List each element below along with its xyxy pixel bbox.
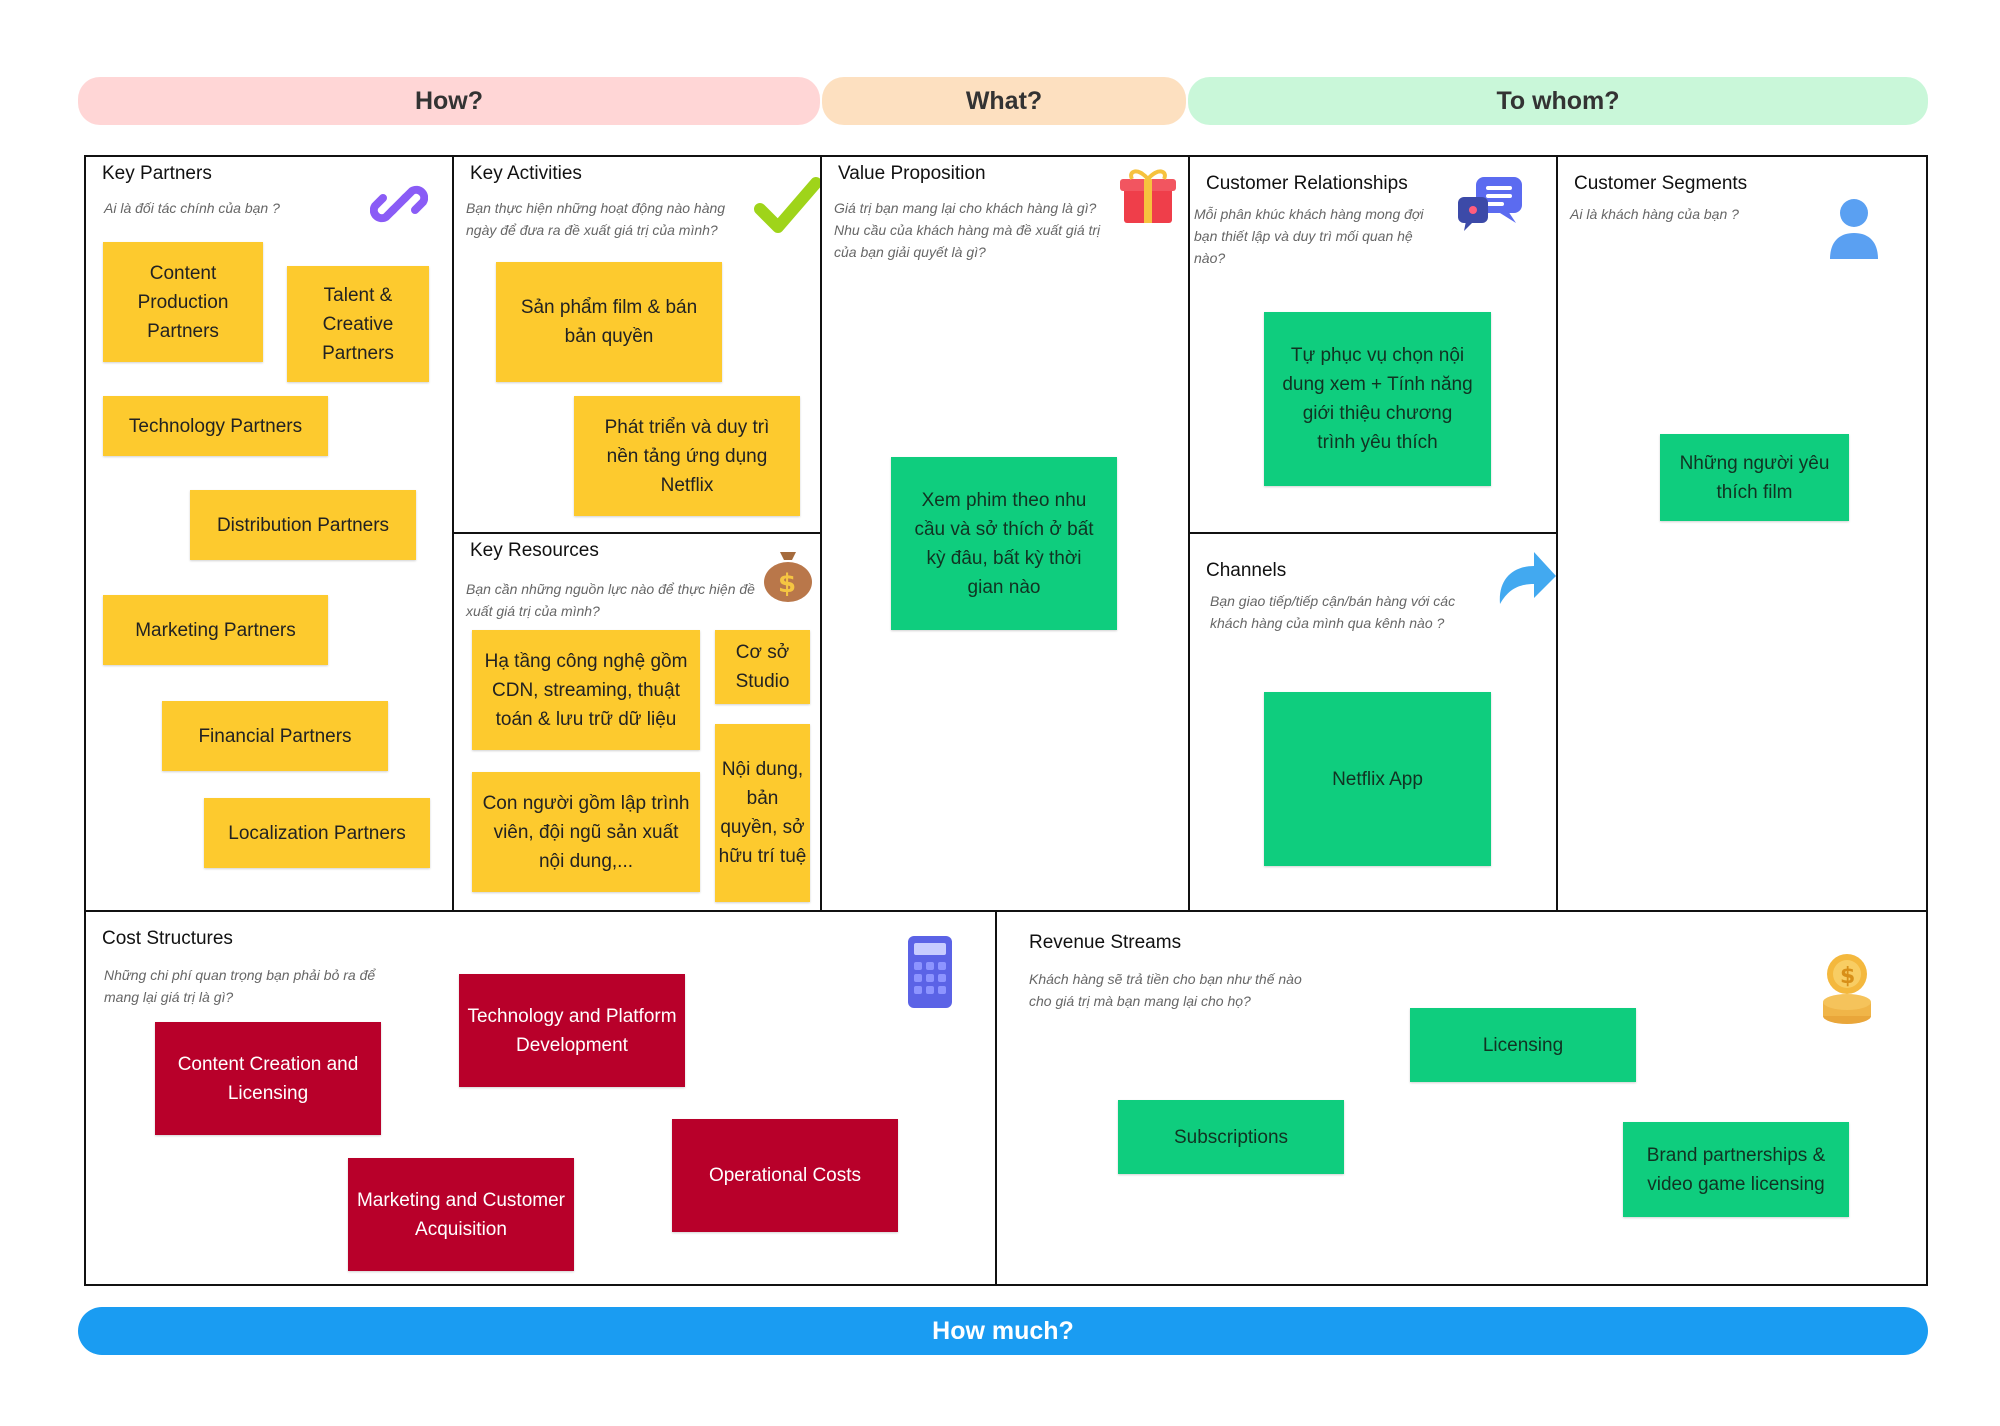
note-film-products: Sản phẩm film & bán bản quyền	[496, 262, 722, 382]
checkmark-icon	[754, 177, 822, 233]
header-to-whom: To whom?	[1188, 77, 1928, 125]
value-proposition-subtitle: Giá trị bạn mang lại cho khách hàng là g…	[834, 200, 1101, 260]
note-subscriptions: Subscriptions	[1118, 1100, 1344, 1174]
note-netflix-platform: Phát triển và duy trì nền tảng ứng dụng …	[574, 396, 800, 516]
link-icon	[370, 185, 428, 223]
value-proposition-title: Value Proposition	[838, 163, 986, 184]
header-how: How?	[78, 77, 820, 125]
note-self-service: Tự phục vụ chọn nội dung xem + Tính năng…	[1264, 312, 1491, 486]
svg-text:$: $	[1840, 964, 1855, 989]
revenue-streams-subtitle: Khách hàng sẽ trả tiền cho bạn như thế n…	[1029, 971, 1302, 1009]
note-content-ip: Nội dung, bản quyền, sở hữu trí tuệ	[715, 724, 810, 902]
note-studio: Cơ sở Studio	[715, 630, 810, 704]
note-licensing: Licensing	[1410, 1008, 1636, 1082]
money-bag-icon: $	[764, 552, 812, 602]
gift-icon	[1120, 169, 1176, 223]
revenue-streams-section: Revenue Streams Khách hàng sẽ trả tiền c…	[995, 910, 1928, 1286]
note-financial-partners: Financial Partners	[162, 701, 388, 771]
key-partners-title: Key Partners	[102, 163, 212, 184]
key-partners-subtitle: Ai là đối tác chính của bạn ?	[104, 200, 280, 216]
cost-structures-subtitle: Những chi phí quan trọng bạn phải bỏ ra …	[104, 967, 376, 1005]
customer-relationships-title: Customer Relationships	[1206, 173, 1408, 194]
note-marketing-customer-acquisition: Marketing and Customer Acquisition	[348, 1158, 574, 1271]
note-localization-partners: Localization Partners	[204, 798, 430, 868]
note-netflix-app: Netflix App	[1264, 692, 1491, 866]
note-content-production-partners: Content Production Partners	[103, 242, 263, 362]
svg-text:$: $	[778, 569, 796, 599]
arrow-icon	[1499, 552, 1556, 604]
customer-segments-subtitle: Ai là khách hàng của bạn ?	[1570, 206, 1739, 222]
header-what: What?	[822, 77, 1186, 125]
key-resources-subtitle: Bạn cần những nguồn lực nào để thực hiện…	[466, 581, 755, 619]
revenue-streams-title: Revenue Streams	[1029, 932, 1182, 953]
note-brand-partnerships: Brand partnerships & video game licensin…	[1623, 1122, 1849, 1217]
note-content-creation-licensing: Content Creation and Licensing	[155, 1022, 381, 1135]
key-activities-title: Key Activities	[470, 163, 582, 184]
channels-title: Channels	[1206, 560, 1287, 581]
customer-relationships-subtitle: Mỗi phân khúc khách hàng mong đợi bạn th…	[1194, 206, 1424, 266]
customer-segments-section: Customer Segments Ai là khách hàng của b…	[1556, 155, 1928, 912]
key-resources-title: Key Resources	[470, 540, 599, 561]
customer-segments-title: Customer Segments	[1574, 173, 1748, 194]
note-people: Con người gồm lập trình viên, đội ngũ sả…	[472, 772, 700, 892]
note-technology-platform-development: Technology and Platform Development	[459, 974, 685, 1087]
cost-structures-title: Cost Structures	[102, 928, 233, 949]
chat-bubbles-icon	[1458, 177, 1522, 231]
person-icon	[1830, 199, 1878, 259]
header-how-much: How much?	[78, 1307, 1928, 1355]
note-value-proposition: Xem phim theo nhu cầu và sở thích ở bất …	[891, 457, 1117, 630]
channels-subtitle: Bạn giao tiếp/tiếp cận/bán hàng với các …	[1210, 593, 1456, 631]
calculator-icon	[908, 936, 952, 1008]
note-tech-infrastructure: Hạ tầng công nghệ gồm CDN, streaming, th…	[472, 630, 700, 750]
key-activities-subtitle: Bạn thực hiện những hoạt động nào hàng n…	[466, 200, 726, 238]
note-film-lovers: Những người yêu thích film	[1660, 434, 1849, 521]
note-technology-partners: Technology Partners	[103, 396, 328, 456]
coins-icon: $	[1823, 954, 1871, 1024]
note-distribution-partners: Distribution Partners	[190, 490, 416, 560]
note-operational-costs: Operational Costs	[672, 1119, 898, 1232]
note-talent-creative-partners: Talent & Creative Partners	[287, 266, 429, 382]
note-marketing-partners: Marketing Partners	[103, 595, 328, 665]
